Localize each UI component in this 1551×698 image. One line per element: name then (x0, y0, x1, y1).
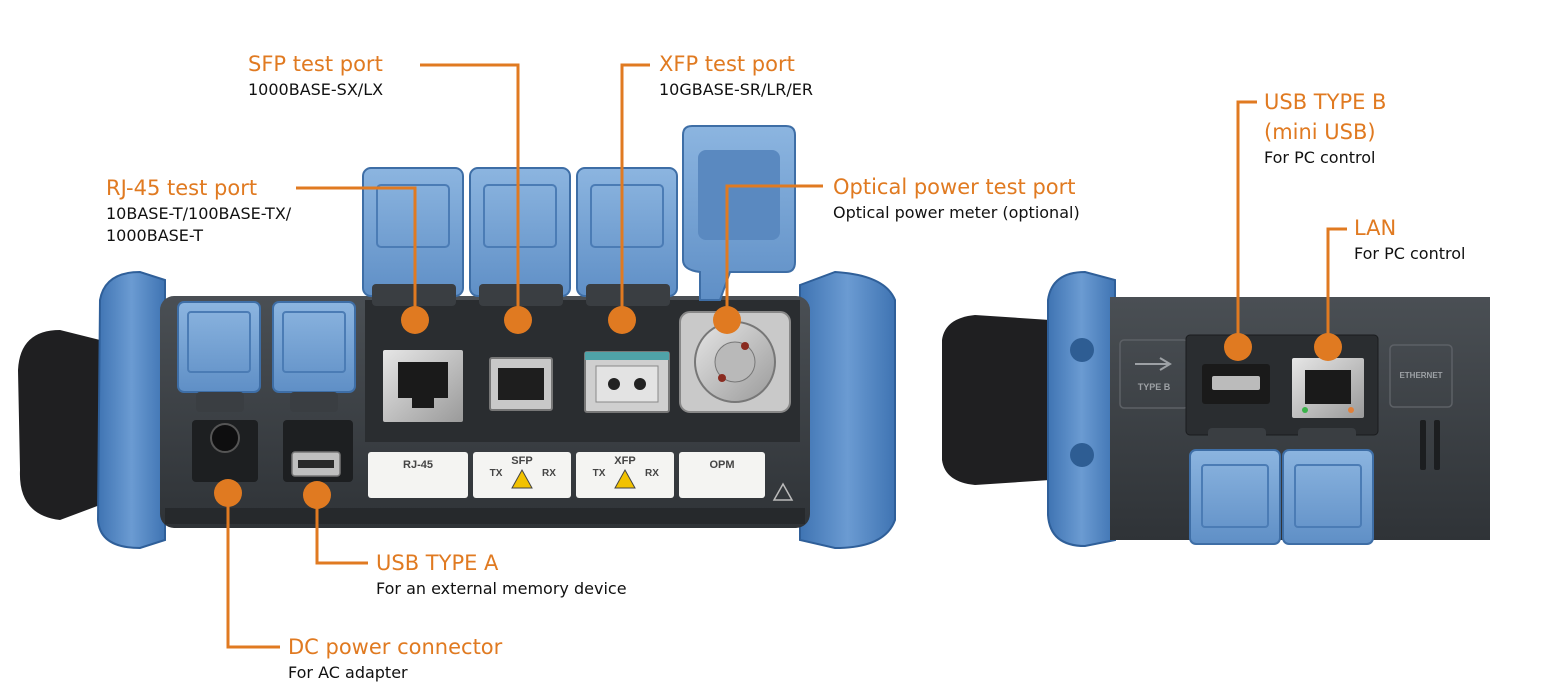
dot-sfp (504, 306, 532, 334)
usb-symbol-icon (1135, 357, 1172, 371)
dot-rj45 (401, 306, 429, 334)
laser-warning-icon (614, 468, 636, 489)
label-opm: OPM (709, 459, 734, 471)
label-sfp-rx: RX (542, 468, 556, 479)
cover-left-2 (272, 301, 356, 393)
callout-usb-b-title-2: (mini USB) (1264, 120, 1376, 144)
callout-lan-title: LAN (1354, 216, 1397, 240)
callout-lan: LAN For PC control (1354, 213, 1465, 265)
callout-usb-a-title: USB TYPE A (376, 551, 499, 575)
strap-right (942, 315, 1050, 485)
callout-usb-a: USB TYPE A For an external memory device (376, 548, 627, 600)
label-rj45-plate (368, 452, 468, 498)
callout-sfp: SFP test port 1000BASE-SX/LX (248, 49, 383, 101)
callout-dc: DC power connector For AC adapter (288, 632, 502, 684)
dot-lan (1314, 333, 1342, 361)
label-sfp: SFP (511, 455, 532, 467)
leader-xfp (620, 63, 650, 320)
leader-usb-a (315, 495, 368, 565)
cover-lan (1282, 449, 1374, 545)
leader-lines (226, 63, 1347, 649)
dot-usb-a (303, 481, 331, 509)
leader-opm (725, 184, 823, 320)
leader-lan (1326, 227, 1347, 347)
callout-dc-title: DC power connector (288, 635, 503, 659)
leader-dc (226, 493, 280, 649)
cover-left-1 (177, 301, 261, 393)
right-device-bumper (1047, 270, 1116, 548)
callout-opm-desc: Optical power meter (optional) (833, 203, 1080, 222)
leader-rj45 (296, 186, 417, 320)
callout-usb-a-desc: For an external memory device (376, 579, 627, 598)
right-device: TYPE B ETHERNET (942, 270, 1490, 548)
dot-usb-b (1224, 333, 1252, 361)
callout-rj45-desc-2: 1000BASE-T (106, 226, 203, 245)
label-rj45: RJ-45 (403, 459, 433, 471)
callout-sfp-desc: 1000BASE-SX/LX (248, 80, 384, 99)
device-bottom-strip (165, 508, 805, 524)
caution-icon (772, 482, 794, 501)
dot-xfp (608, 306, 636, 334)
label-opm-plate (679, 452, 765, 498)
leader-usb-b (1236, 100, 1257, 347)
callout-opm-title: Optical power test port (833, 175, 1076, 199)
callout-usb-b: USB TYPE B (mini USB) For PC control (1264, 87, 1386, 169)
right-bumper (799, 270, 896, 550)
label-type-b: TYPE B (1138, 382, 1171, 392)
callout-usb-b-title-1: USB TYPE B (1264, 90, 1387, 114)
callout-dc-desc: For AC adapter (288, 663, 408, 682)
label-xfp-tx: TX (593, 468, 606, 479)
callout-opm: Optical power test port Optical power me… (833, 172, 1080, 224)
callout-lan-desc: For PC control (1354, 244, 1466, 263)
callout-dots (214, 306, 1342, 509)
laser-warning-icon (511, 468, 533, 489)
callout-sfp-title: SFP test port (248, 52, 383, 76)
dot-dc (214, 479, 242, 507)
label-xfp: XFP (614, 455, 635, 467)
label-ethernet: ETHERNET (1399, 371, 1442, 380)
callout-usb-b-desc: For PC control (1264, 148, 1376, 167)
callout-rj45-title: RJ-45 test port (106, 176, 258, 200)
cover-usb-b (1189, 449, 1281, 545)
dc-jack (210, 423, 240, 453)
callout-xfp: XFP test port 10GBASE-SR/LR/ER (659, 49, 813, 101)
callout-xfp-desc: 10GBASE-SR/LR/ER (659, 80, 814, 99)
label-xfp-rx: RX (645, 468, 659, 479)
callout-xfp-title: XFP test port (659, 52, 795, 76)
leader-sfp (420, 63, 520, 320)
left-bumper (96, 270, 166, 550)
label-sfp-tx: TX (490, 468, 503, 479)
dot-opm (713, 306, 741, 334)
callout-rj45-desc-1: 10BASE-T/100BASE-TX/ (106, 204, 292, 223)
strap (18, 330, 100, 520)
callout-rj45: RJ-45 test port 10BASE-T/100BASE-TX/ 100… (106, 173, 291, 247)
